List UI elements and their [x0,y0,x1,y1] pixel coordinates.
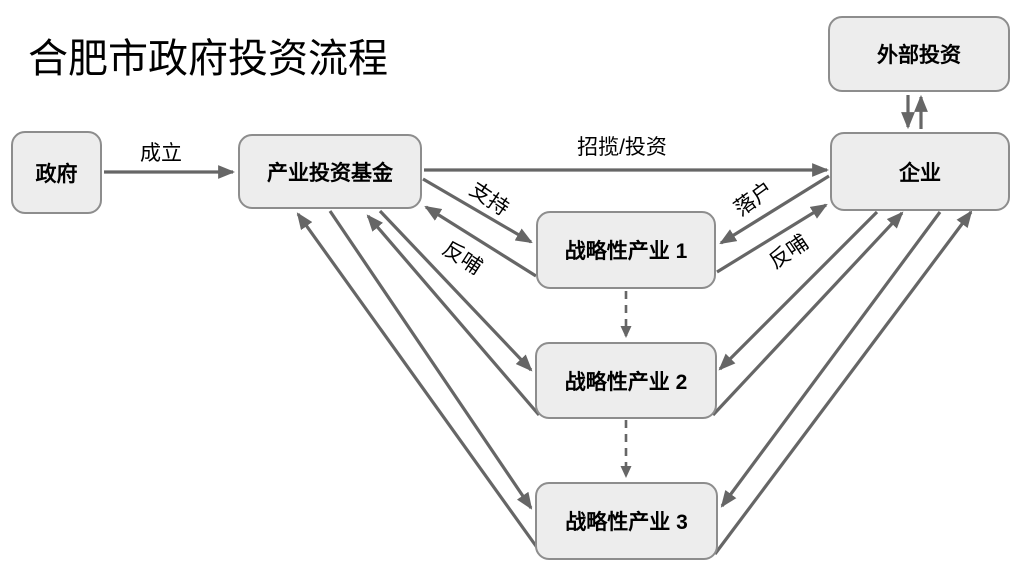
edge-si1-to-enterprise-feedback [716,203,828,274]
edge-enterprise-to-si1-settle [719,174,830,245]
edge-enterprise-to-si3 [720,211,942,508]
node-strategic-industry-1: 战略性产业 1 [536,211,716,289]
node-strategic-industry-2: 战略性产业 2 [535,342,717,419]
node-enterprise: 企业 [830,132,1010,211]
edge-si3-to-fund [296,212,543,554]
diagram-title: 合肥市政府投资流程 [28,37,388,81]
edge-si2-to-enterprise [711,211,904,417]
edge-si1-to-fund-feedback [424,205,537,278]
node-industry-fund-label: 产业投资基金 [267,161,393,185]
edge-si2-to-fund [366,214,541,417]
edge-fund-to-si2 [378,209,533,372]
node-strategic-industry-1-label: 战略性产业 1 [564,240,688,263]
node-enterprise-label: 企业 [899,161,941,185]
edge-fund-to-si1-support [422,177,533,244]
node-strategic-industry-3-label: 战略性产业 3 [565,511,688,534]
node-external-investment-label: 外部投资 [877,44,961,67]
edge-label-recruit-invest: 招揽/投资 [577,136,667,159]
node-external-investment: 外部投资 [828,16,1010,92]
node-strategic-industry-3: 战略性产业 3 [535,482,718,560]
node-industry-fund: 产业投资基金 [238,134,422,209]
node-government: 政府 [11,131,102,214]
edge-si3-to-enterprise [713,210,973,555]
edge-enterprise-to-si2 [718,210,879,371]
edge-fund-to-si3 [328,210,533,510]
node-government-label: 政府 [35,162,78,186]
edge-label-establish: 成立 [140,142,182,165]
node-strategic-industry-2-label: 战略性产业 2 [564,370,688,394]
